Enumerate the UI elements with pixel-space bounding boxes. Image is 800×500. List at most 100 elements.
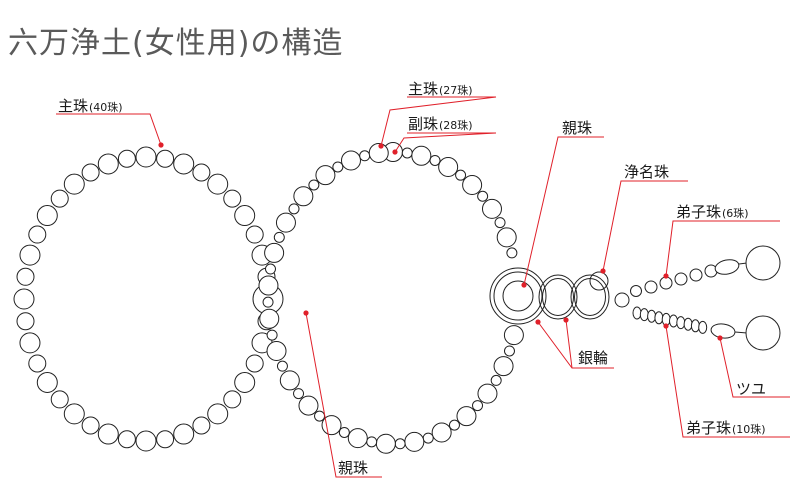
label-count: (27珠): [439, 84, 473, 97]
omodama-bead: [315, 165, 336, 186]
junction-bead: [614, 292, 630, 308]
deshidama-bead: [632, 306, 642, 320]
deshidama-bead: [698, 320, 708, 334]
label-text: 浄名珠: [624, 163, 670, 181]
omodama-bead: [321, 415, 342, 436]
omodama-bead: [36, 371, 58, 393]
label-oyadama-top: 親珠: [562, 117, 592, 138]
ginwa-ring-3-inner: [574, 278, 606, 316]
label-tsuyu: ツユ: [736, 378, 766, 399]
fukudama-bead: [264, 263, 276, 275]
fukudama-bead: [266, 329, 278, 341]
fukudama-bead: [394, 438, 406, 450]
leader-deshidama-6-dot: [663, 273, 669, 279]
omodama-bead: [223, 390, 242, 409]
fukudama-bead: [314, 410, 326, 422]
deshidama-bead: [644, 280, 658, 294]
leader-deshidama-10: [665, 325, 790, 438]
fukudama-bead: [288, 203, 300, 215]
fukudama-bead: [366, 436, 378, 448]
deshidama-bead: [647, 309, 657, 323]
omodama-bead: [156, 430, 175, 449]
label-count: (40珠): [89, 101, 123, 114]
label-text: ツユ: [736, 380, 767, 398]
omodama-bead: [81, 163, 100, 182]
omodama-bead: [279, 370, 300, 391]
omodama-bead: [135, 146, 157, 168]
omodama-bead: [234, 371, 256, 393]
omodama-bead: [503, 325, 524, 346]
leader-ginwa-b-dot: [563, 317, 569, 323]
deshidama-bead: [639, 308, 649, 322]
label-count: (10珠): [732, 423, 766, 436]
omodama-bead: [496, 227, 517, 248]
omodama-bead: [223, 189, 242, 208]
leader-oyadama-bottom: [305, 312, 382, 478]
omodama-bead: [368, 142, 389, 163]
leader-omodama-40: [56, 113, 162, 146]
omodama-bead: [173, 423, 195, 445]
label-deshidama-10: 弟子珠(10珠): [686, 417, 766, 438]
label-text: 副珠: [408, 115, 439, 133]
label-text: 主珠: [58, 97, 89, 115]
label-jomyodama: 浄名珠: [624, 161, 669, 182]
tsuyu-bead: [714, 259, 740, 275]
fukudama-bead: [506, 247, 518, 259]
fukudama-bead: [503, 345, 515, 357]
omodama-bead: [275, 212, 296, 233]
oyadama-bead: [502, 280, 534, 312]
label-fukudama-28: 副珠(28珠): [408, 113, 473, 134]
omodama-bead: [81, 416, 100, 435]
omodama-bead: [28, 354, 47, 373]
omodama-bead: [207, 403, 229, 425]
leader-oyadama-top: [523, 136, 604, 286]
label-deshidama-6: 弟子珠(6珠): [676, 201, 749, 222]
fukudama-bead: [401, 147, 413, 159]
omodama-bead: [192, 163, 211, 182]
omodama-bead: [245, 225, 264, 244]
ginwa-ring-3-outer: [570, 274, 610, 320]
omodama-bead: [117, 430, 136, 449]
omodama-bead: [462, 174, 483, 195]
leader-ginwa-a-dot: [535, 319, 541, 325]
leader-jomyodama: [602, 180, 688, 272]
omodama-bead: [258, 275, 279, 296]
deshidama-bead: [676, 316, 686, 330]
omodama-bead: [234, 205, 256, 227]
leader-omodama-27-dot: [378, 143, 384, 149]
label-count: (28珠): [439, 119, 473, 132]
label-text: 銀輪: [578, 349, 609, 367]
leader-deshidama-6: [665, 220, 780, 277]
omodama-bead: [19, 244, 41, 266]
omodama-bead: [36, 205, 58, 227]
omodama-bead: [493, 356, 514, 377]
omodama-bead: [16, 267, 35, 286]
omodama-bead: [13, 288, 35, 310]
label-text: 弟子珠: [676, 203, 722, 221]
fukudama-bead: [293, 388, 305, 400]
page-title: 六万浄土(女性用)の構造: [8, 26, 344, 61]
deshidama-bead: [689, 268, 703, 282]
omodama-bead: [63, 173, 85, 195]
omodama-bead: [117, 149, 136, 168]
omodama-bead: [97, 153, 119, 175]
omodama-bead: [259, 308, 280, 329]
leader-oyadama-top-dot: [521, 282, 527, 288]
fukudama-bead: [448, 419, 460, 431]
leader-jomyodama-dot: [600, 268, 606, 274]
deshidama-bead: [669, 314, 678, 328]
deshidama-bead: [690, 319, 700, 333]
leader-tsuyu-dot: [717, 335, 723, 341]
leader-oyadama-bottom-dot: [303, 310, 309, 316]
leader-fukudama-28-dot: [392, 149, 398, 155]
tassel-ball: [745, 315, 781, 351]
omodama-bead: [135, 430, 157, 452]
fukudama-bead: [472, 400, 484, 412]
omodama-bead: [298, 395, 319, 416]
label-count: (6珠): [722, 207, 749, 220]
deshidama-bead: [659, 276, 673, 290]
omodama-bead: [192, 416, 211, 435]
omodama-bead: [375, 433, 396, 454]
fukudama-bead: [308, 179, 320, 191]
